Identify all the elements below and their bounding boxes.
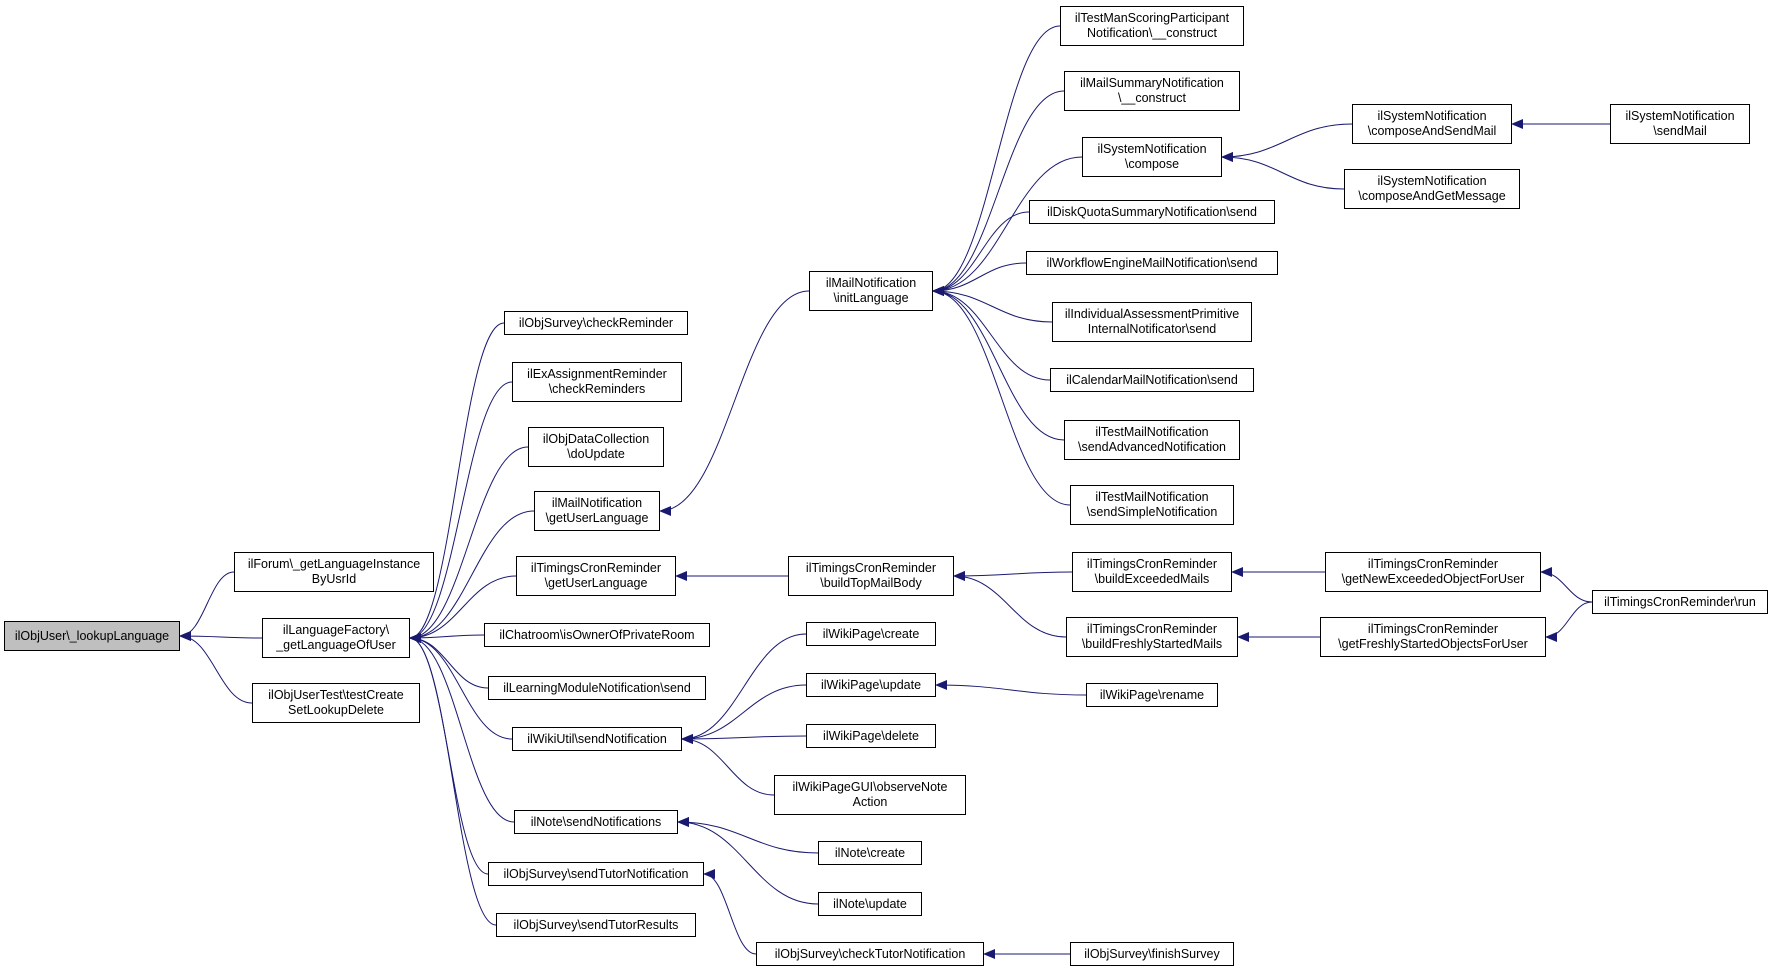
node-root[interactable]: ilObjUser\_lookupLanguage	[4, 621, 180, 651]
edge-osctn-to-ostn	[703, 869, 757, 955]
edge-odc-to-langf	[409, 446, 529, 643]
edge-wpr-to-wpu	[935, 680, 1087, 696]
node-ostr[interactable]: ilObjSurvey\sendTutorResults	[496, 913, 696, 937]
edge-oscr-to-langf	[409, 322, 505, 643]
edge-tcrrun-to-tcrgfs	[1545, 601, 1593, 642]
node-cmn[interactable]: ilCalendarMailNotification\send	[1050, 368, 1254, 392]
edge-cmn-to-mnil	[932, 286, 1051, 381]
edge-mngul-to-langf	[409, 510, 535, 643]
edge-msn-to-mnil	[932, 90, 1065, 296]
node-wpgui[interactable]: ilWikiPageGUI\observeNote Action	[774, 775, 966, 815]
node-ostn[interactable]: ilObjSurvey\sendTutorNotification	[488, 862, 704, 886]
edge-exa-to-langf	[409, 381, 513, 643]
edge-wemn-to-mnil	[932, 262, 1027, 296]
node-nsn[interactable]: ilNote\sendNotifications	[514, 810, 678, 834]
node-osfs[interactable]: ilObjSurvey\finishSurvey	[1070, 942, 1234, 966]
edge-tcrul-to-langf	[409, 575, 517, 643]
node-exa[interactable]: ilExAssignmentReminder \checkReminders	[512, 362, 682, 402]
edge-nsn-to-langf	[409, 633, 515, 823]
node-wpd[interactable]: ilWikiPage\delete	[806, 724, 936, 748]
node-syscagm[interactable]: ilSystemNotification \composeAndGetMessa…	[1344, 169, 1520, 209]
node-tcrbem[interactable]: ilTimingsCronReminder \buildExceededMail…	[1072, 552, 1232, 592]
node-mnil[interactable]: ilMailNotification \initLanguage	[809, 271, 933, 311]
edge-wpgui-to-wusn	[681, 734, 775, 796]
node-dqsn[interactable]: ilDiskQuotaSummaryNotification\send	[1029, 200, 1275, 224]
node-tmspn[interactable]: ilTestManScoringParticipant Notification…	[1060, 6, 1244, 46]
node-oscr[interactable]: ilObjSurvey\checkReminder	[504, 311, 688, 335]
node-nu[interactable]: ilNote\update	[818, 892, 922, 916]
node-langf[interactable]: ilLanguageFactory\ _getLanguageOfUser	[262, 618, 410, 658]
node-sysc[interactable]: ilSystemNotification \compose	[1082, 137, 1222, 177]
node-msn[interactable]: ilMailSummaryNotification \__construct	[1064, 71, 1240, 111]
node-tcrbfsm[interactable]: ilTimingsCronReminder \buildFreshlyStart…	[1066, 617, 1238, 657]
edge-mnil-to-mngul	[659, 290, 810, 516]
node-osctn[interactable]: ilObjSurvey\checkTutorNotification	[756, 942, 984, 966]
edge-sysc-to-mnil	[932, 156, 1083, 296]
edge-syscagm-to-sysc	[1221, 152, 1345, 190]
edge-wpc-to-wusn	[681, 633, 807, 744]
node-wpr[interactable]: ilWikiPage\rename	[1086, 683, 1218, 707]
node-mngul[interactable]: ilMailNotification \getUserLanguage	[534, 491, 660, 531]
edge-iapin-to-mnil	[932, 286, 1053, 323]
node-tcrbtmb[interactable]: ilTimingsCronReminder \buildTopMailBody	[788, 556, 954, 596]
edge-tcrrun-to-tcrgne	[1540, 567, 1593, 603]
node-tcrrun[interactable]: ilTimingsCronReminder\run	[1592, 590, 1768, 614]
node-wpu[interactable]: ilWikiPage\update	[806, 673, 936, 697]
node-tcrgne[interactable]: ilTimingsCronReminder \getNewExceededObj…	[1325, 552, 1541, 592]
edge-nu-to-nsn	[677, 817, 819, 905]
node-tcrul[interactable]: ilTimingsCronReminder \getUserLanguage	[516, 556, 676, 596]
node-odc[interactable]: ilObjDataCollection \doUpdate	[528, 427, 664, 467]
edge-tmnss-to-mnil	[932, 286, 1071, 506]
edge-syscasm-to-sysc	[1221, 123, 1353, 162]
node-syssm[interactable]: ilSystemNotification \sendMail	[1610, 104, 1750, 144]
edge-ostr-to-langf	[409, 633, 497, 926]
edge-oubt-to-root	[179, 631, 253, 704]
node-wpc[interactable]: ilWikiPage\create	[806, 622, 936, 646]
node-tmnss[interactable]: ilTestMailNotification \sendSimpleNotifi…	[1070, 485, 1234, 525]
edge-tcrbfsm-to-tcrbtmb	[953, 571, 1067, 638]
edge-wpu-to-wusn	[681, 684, 807, 744]
edge-wpd-to-wusn	[681, 733, 807, 744]
node-tcrgfs[interactable]: ilTimingsCronReminder \getFreshlyStarted…	[1320, 617, 1546, 657]
edge-tmnsa-to-mnil	[932, 286, 1065, 441]
edge-wusn-to-langf	[409, 633, 513, 740]
edge-tcrbem-to-tcrbtmb	[953, 570, 1073, 581]
node-wusn[interactable]: ilWikiUtil\sendNotification	[512, 727, 682, 751]
edge-dqsn-to-mnil	[932, 211, 1030, 296]
node-nc[interactable]: ilNote\create	[818, 841, 922, 865]
node-lmn[interactable]: ilLearningModuleNotification\send	[488, 676, 706, 700]
edge-nc-to-nsn	[677, 817, 819, 854]
node-oubt[interactable]: ilObjUserTest\testCreate SetLookupDelete	[252, 683, 420, 723]
node-wemn[interactable]: ilWorkflowEngineMailNotification\send	[1026, 251, 1278, 275]
node-chat[interactable]: ilChatroom\isOwnerOfPrivateRoom	[484, 623, 710, 647]
node-iapin[interactable]: ilIndividualAssessmentPrimitive Internal…	[1052, 302, 1252, 342]
node-syscasm[interactable]: ilSystemNotification \composeAndSendMail	[1352, 104, 1512, 144]
node-forum[interactable]: ilForum\_getLanguageInstance ByUsrId	[234, 552, 434, 592]
edge-tmspn-to-mnil	[932, 25, 1061, 296]
node-tmnsa[interactable]: ilTestMailNotification \sendAdvancedNoti…	[1064, 420, 1240, 460]
